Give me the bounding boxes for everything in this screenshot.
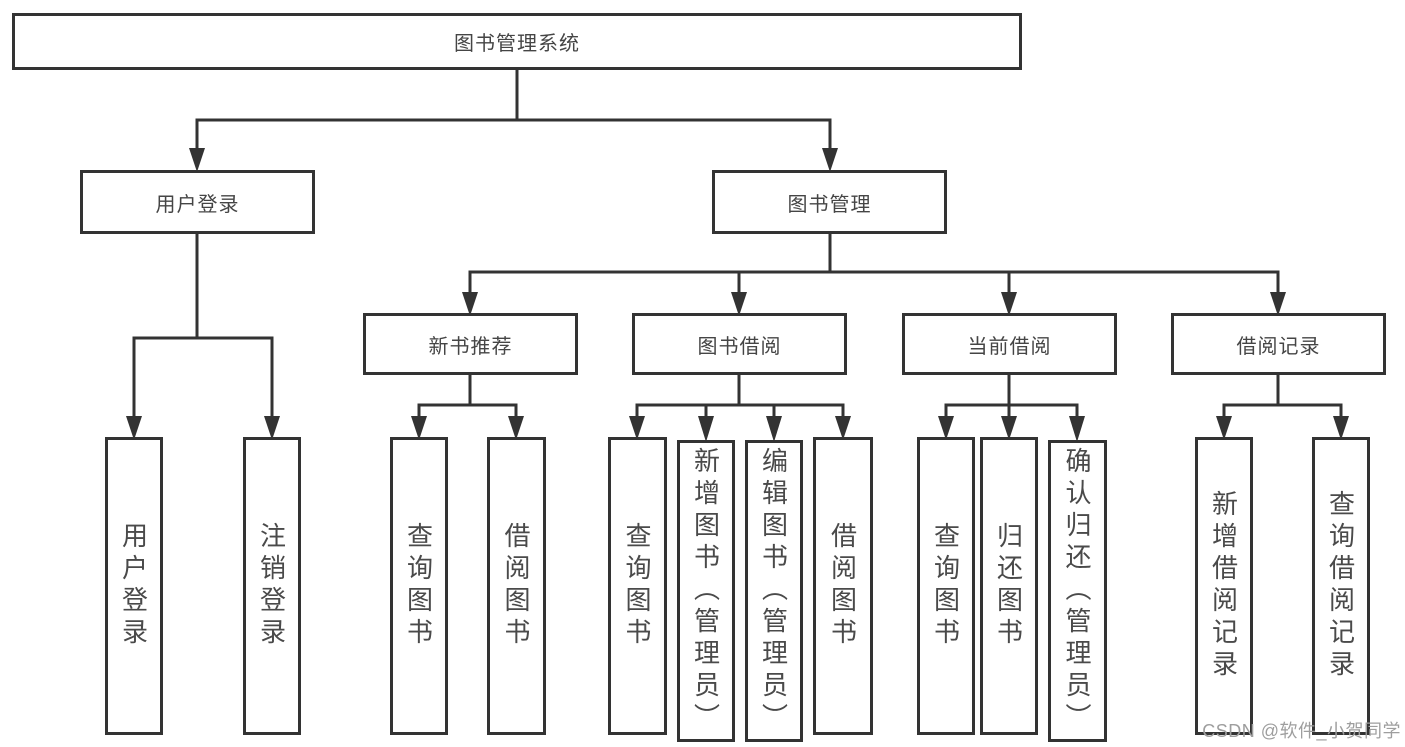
node-book-management: 图书管理 (712, 170, 947, 234)
leaf-query-books-current: 查询图书 (917, 437, 975, 735)
node-borrow-records: 借阅记录 (1171, 313, 1386, 375)
csdn-watermark: CSDN @软件_小贺同学 (1202, 721, 1401, 741)
leaf-logout: 注销登录 (243, 437, 301, 735)
arrowheads (126, 148, 1349, 442)
leaf-add-borrow-record: 新增借阅记录 (1195, 437, 1253, 735)
leaf-edit-book-admin: 编辑图书（管理员） (745, 440, 803, 742)
node-user-login: 用户登录 (80, 170, 315, 234)
leaf-add-book-admin: 新增图书（管理员） (677, 440, 735, 742)
leaf-query-books-newrec: 查询图书 (390, 437, 448, 735)
node-current-borrow: 当前借阅 (902, 313, 1117, 375)
node-new-book-recommend: 新书推荐 (363, 313, 578, 375)
leaf-query-books-borrow: 查询图书 (608, 437, 667, 735)
leaf-user-login: 用户登录 (105, 437, 163, 735)
node-book-borrow: 图书借阅 (632, 313, 847, 375)
leaf-confirm-return-admin: 确认归还（管理员） (1048, 440, 1107, 742)
leaf-query-borrow-record: 查询借阅记录 (1312, 437, 1370, 735)
leaf-return-book: 归还图书 (980, 437, 1038, 735)
node-library-system: 图书管理系统 (12, 13, 1022, 70)
leaf-borrow-books-newrec: 借阅图书 (487, 437, 546, 735)
leaf-borrow-books-borrow: 借阅图书 (813, 437, 873, 735)
